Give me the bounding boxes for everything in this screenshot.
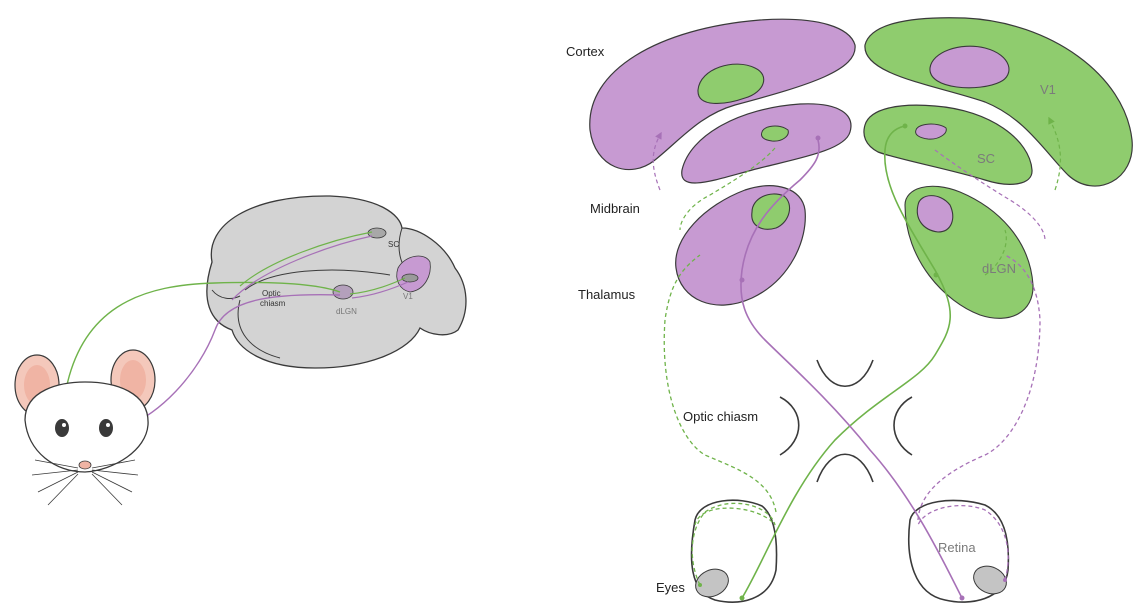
mouse-nose bbox=[79, 461, 91, 469]
mouse-dlgn-nucleus bbox=[333, 285, 353, 299]
mouse-label-optic-1: Optic bbox=[262, 289, 281, 298]
mouse-label-dlgn: dLGN bbox=[336, 307, 357, 316]
mouse-label-sc: SC bbox=[388, 240, 399, 249]
mouse-label-optic-2: chiasm bbox=[260, 299, 286, 308]
midbrain-right bbox=[864, 105, 1032, 184]
label-thalamus: Thalamus bbox=[578, 287, 636, 302]
schematic-panel: Cortex Midbrain Thalamus Optic chiasm Ey… bbox=[566, 18, 1132, 602]
label-v1: V1 bbox=[1040, 82, 1056, 97]
label-optic-chiasm: Optic chiasm bbox=[683, 409, 758, 424]
mouse-right-eye bbox=[99, 419, 113, 437]
cortex-right-inset bbox=[930, 46, 1009, 88]
label-retina: Retina bbox=[938, 540, 976, 555]
mouse-left-eye bbox=[55, 419, 69, 437]
label-sc: SC bbox=[977, 151, 995, 166]
label-midbrain: Midbrain bbox=[590, 201, 640, 216]
label-dlgn: dLGN bbox=[982, 261, 1016, 276]
midbrain-left-inset bbox=[761, 126, 788, 141]
mouse-label-v1: V1 bbox=[403, 292, 413, 301]
mouse-panel: SC Optic chiasm dLGN V1 bbox=[15, 196, 466, 505]
label-eyes: Eyes bbox=[656, 580, 685, 595]
mouse-head bbox=[15, 350, 155, 505]
label-cortex: Cortex bbox=[566, 44, 605, 59]
